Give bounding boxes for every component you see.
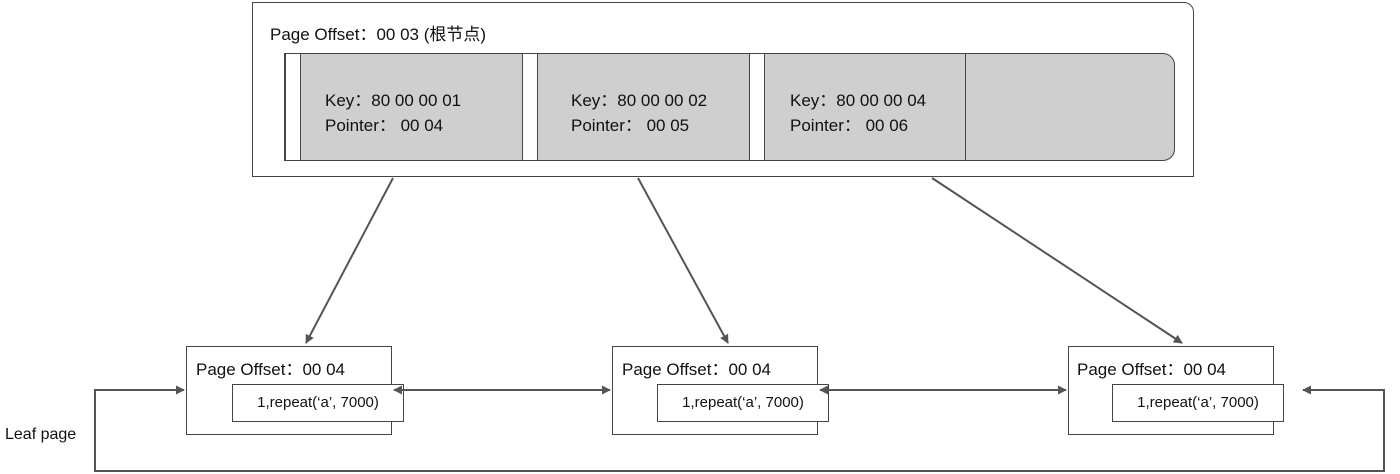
record-key: Key：80 00 00 02: [571, 91, 708, 110]
pointer-arrow-1: [305, 177, 394, 344]
root-record-1: Key：80 00 00 01 Pointer： 00 04: [325, 88, 461, 138]
root-record-3: Key：80 00 00 04 Pointer： 00 06: [790, 88, 926, 138]
leaf-page-title: Page Offset：00 04: [196, 360, 346, 379]
root-page-title: Page Offset：00 03 (根节点): [270, 25, 487, 44]
leaf-page-title: Page Offset：00 04: [622, 360, 772, 379]
record-pointer: Pointer： 00 05: [571, 116, 690, 135]
record-pointer: Pointer： 00 04: [325, 116, 444, 135]
record-pointer: Pointer： 00 06: [790, 116, 909, 135]
root-record-2: Key：80 00 00 02 Pointer： 00 05: [571, 88, 707, 138]
record-divider: [965, 54, 966, 160]
record-key: Key：80 00 00 04: [790, 91, 927, 110]
record-separator: [749, 54, 765, 160]
record-key: Key：80 00 00 01: [325, 91, 462, 110]
root-record-bar: [284, 53, 1175, 161]
leaf-page-title: Page Offset：00 04: [1077, 360, 1227, 379]
pointer-arrow-3: [931, 177, 1183, 344]
record-separator: [285, 54, 301, 160]
record-separator: [522, 54, 538, 160]
leaf-page-label: Leaf page: [5, 426, 77, 443]
wrap-link: [94, 385, 1385, 472]
pointer-arrow-2: [637, 177, 729, 344]
